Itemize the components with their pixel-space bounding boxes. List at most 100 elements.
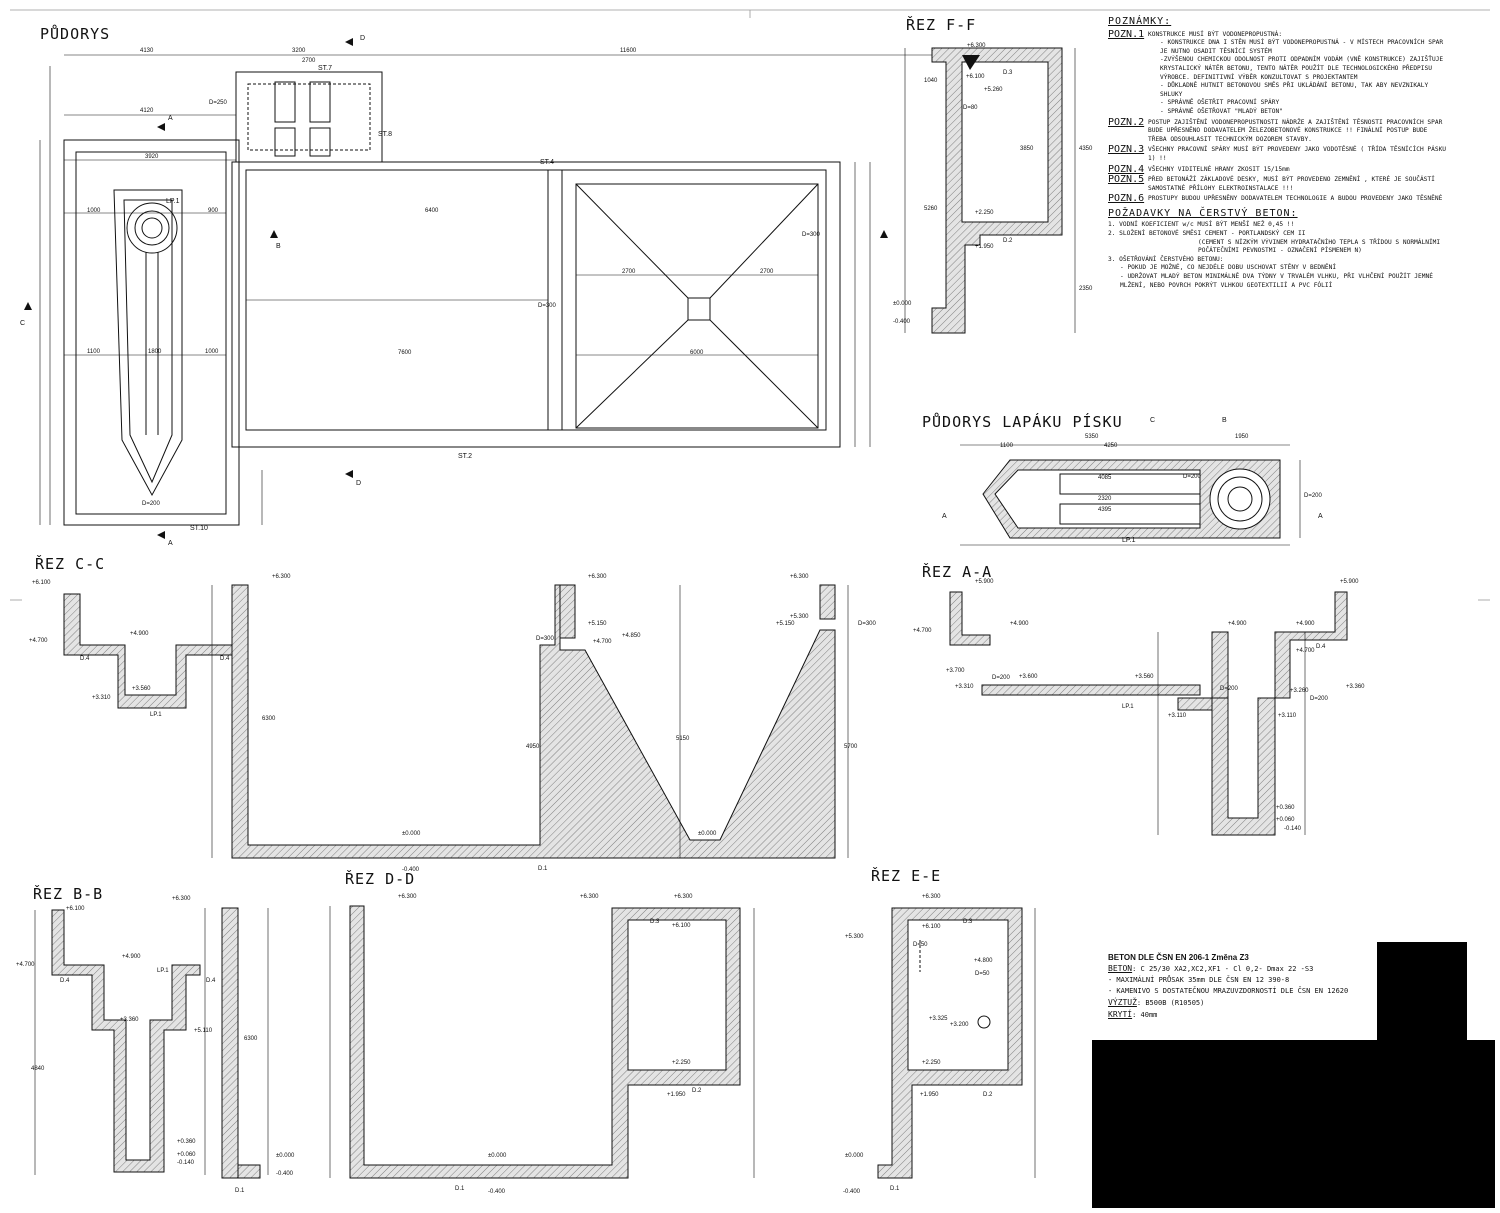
level-mark: +6.100 [32, 580, 51, 586]
level-mark: +4.800 [974, 958, 993, 964]
title-pudorys: PŮDORYS [40, 25, 111, 43]
section-dd [329, 905, 755, 1179]
label-lp1: LP.1 [1122, 537, 1136, 544]
level-mark: +3.110 [1168, 713, 1187, 719]
level-mark: +1.950 [667, 1092, 686, 1098]
dim-1800: 1800 [148, 349, 162, 355]
level-mark: +4.900 [122, 954, 141, 960]
level-mark: +3.310 [92, 695, 111, 701]
level-mark: +3.360 [120, 1017, 139, 1023]
note-text: VŠECHNY PRACOVNÍ SPÁRY MUSÍ BÝT PROVEDEN… [1148, 146, 1447, 162]
note-key: POZN.6 [1108, 193, 1145, 205]
dim: 6300 [262, 716, 276, 722]
cut-d: D [360, 35, 365, 42]
concrete-label: BETON [1108, 964, 1133, 973]
note-text: VŠECHNY VIDITELNÉ HRANY ZKOSIT 15/15mm [1148, 165, 1290, 173]
concrete-class-line: BETON: C 25/30 XA2,XC2,XF1 - Cl 0,2- Dma… [1108, 963, 1408, 975]
label-lp1: LP.1 [150, 712, 162, 718]
dim-7600: 7600 [398, 350, 412, 356]
section-ff-labels: +6.300 +6.100 +5.260 +2.250 +1.950 ±0.00… [893, 43, 1093, 325]
cut-a: A [942, 513, 947, 520]
dim: 5150 [676, 736, 690, 742]
level-mark: +5.300 [845, 934, 864, 940]
dim: 3850 [1020, 146, 1034, 152]
label-d4: D.4 [1316, 644, 1326, 650]
level-mark: +2.250 [975, 210, 994, 216]
reinforcement-line: VÝZTUŽ: B500B (R10505) [1108, 997, 1408, 1009]
requirements-heading: POŽADAVKY NA ČERSTVÝ BETON: [1108, 207, 1298, 219]
label-d300: D=300 [802, 232, 821, 238]
section-cc-labels: +6.100 +4.700 +4.900 +3.560 +3.310 +6.30… [29, 574, 877, 873]
level-mark: +6.300 [272, 574, 291, 580]
level-mark: +3.560 [132, 686, 151, 692]
dim: 4840 [31, 1066, 45, 1072]
cut-a: A [1318, 513, 1323, 520]
label-d1: D.1 [890, 1186, 900, 1192]
level-mark: +4.900 [1296, 621, 1315, 627]
level-mark: -0.400 [893, 319, 911, 325]
level-mark: +4.900 [130, 631, 149, 637]
level-mark: +5.300 [790, 614, 809, 620]
dim: 1950 [1235, 434, 1249, 440]
cover-value: : 40mm [1132, 1011, 1158, 1019]
note-key: POZN.3 [1108, 144, 1145, 156]
level-mark: ±0.000 [402, 831, 421, 837]
concrete-spec-heading: BETON DLE ČSN EN 206-1 Změna Z3 [1108, 953, 1249, 962]
requirement-line: 3. OŠETŘOVÁNÍ ČERSTVÉHO BETONU: [1108, 255, 1224, 263]
label-d200: D=200 [992, 675, 1011, 681]
dim: 4395 [1098, 507, 1112, 513]
dim-6400: 6400 [425, 208, 439, 214]
level-mark: +4.900 [1228, 621, 1247, 627]
level-mark: +4.850 [622, 633, 641, 639]
label-d300: D=300 [538, 303, 557, 309]
level-mark: +6.100 [966, 74, 985, 80]
dim-3920: 3920 [145, 154, 159, 160]
level-mark: +0.360 [1276, 805, 1295, 811]
dim: 2320 [1098, 496, 1112, 502]
note-key: POZN.1 [1108, 28, 1145, 40]
wall-st7: ST.7 [318, 65, 332, 72]
title-rez-bb: ŘEZ B-B [33, 885, 104, 903]
dim-4120: 4120 [140, 108, 154, 114]
label-d200: D=200 [1304, 493, 1323, 499]
dim-2700: 2700 [302, 58, 316, 64]
dim-2700: 2700 [622, 269, 636, 275]
label-d300: D=300 [536, 636, 555, 642]
dim-1000: 1000 [87, 208, 101, 214]
level-mark: +3.310 [955, 684, 974, 690]
level-mark: +5.900 [1340, 579, 1359, 585]
dim-2700: 2700 [760, 269, 774, 275]
label-d2: D.2 [692, 1088, 702, 1094]
note-key: POZN.2 [1108, 116, 1145, 128]
dim: 4085 [1098, 475, 1112, 481]
concrete-line: - KAMENIVO S DOSTATEČNOU MRAZUVZDORNOSTÍ… [1108, 987, 1349, 995]
concrete-value: : C 25/30 XA2,XC2,XF1 - Cl 0,2- Dmax 22 … [1132, 965, 1314, 973]
cut-a: A [168, 540, 173, 547]
level-mark: +5.900 [975, 579, 994, 585]
section-bb-labels: +6.100 +4.700 +4.900 +3.360 +5.110 +6.30… [16, 896, 295, 1194]
level-mark: +6.100 [66, 906, 85, 912]
title-rez-cc: ŘEZ C-C [35, 555, 106, 573]
concrete-line: - MAXIMÁLNÍ PRŮSAK 35mm DLE ČSN EN 12 39… [1108, 976, 1290, 984]
level-mark: ±0.000 [488, 1153, 507, 1159]
redaction-box [1092, 1040, 1495, 1208]
dim-11600: 11600 [620, 48, 637, 54]
level-mark: +3.360 [1346, 684, 1365, 690]
sand-trap-labels: 5350 4250 1950 1100 4085 2320 4395 LP.1 … [942, 417, 1323, 544]
label-lp1: LP.1 [1122, 704, 1134, 710]
dim: 1100 [1000, 443, 1014, 449]
wall-st4: ST.4 [540, 159, 554, 166]
section-ee [877, 907, 1036, 1179]
label-d4: D.4 [80, 656, 90, 662]
dim: 5700 [844, 744, 858, 750]
label-d3: D.3 [650, 919, 660, 925]
label-d80: D=80 [963, 105, 978, 111]
label-d4: D.4 [206, 978, 216, 984]
note-row: POZN.5 PŘED BETONÁŽÍ ZÁKLADOVÉ DESKY, MU… [1108, 175, 1448, 193]
label-d300: D=300 [858, 621, 877, 627]
label-d1: D.1 [235, 1188, 245, 1194]
label-d3: D.3 [963, 919, 973, 925]
title-rez-ff: ŘEZ F-F [906, 16, 977, 34]
